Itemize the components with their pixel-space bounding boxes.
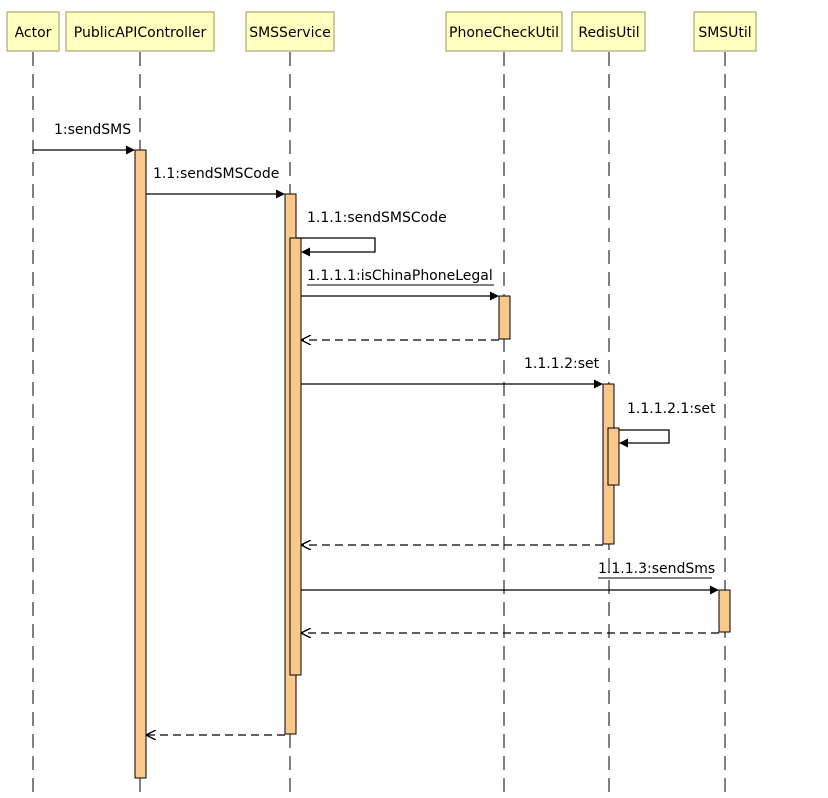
message-label-ischinaphonelegal: 1.1.1.1:isChinaPhoneLegal <box>307 268 493 284</box>
participant-publicapi[interactable]: PublicAPIController <box>65 11 215 52</box>
message-label-self-set: 1.1.1.2.1:set <box>627 401 716 417</box>
participant-actor[interactable]: Actor <box>6 11 60 52</box>
participant-label-phonecheck: PhoneCheckUtil <box>449 25 559 41</box>
participant-label-smsutil: SMSUtil <box>698 25 751 41</box>
participant-smsutil[interactable]: SMSUtil <box>693 11 757 52</box>
message-label-set: 1.1.1.2:set <box>524 356 600 372</box>
message-label-sendsms-util: 1.1.1.3:sendSms <box>598 561 715 577</box>
participant-label-smsservice: SMSService <box>249 25 331 41</box>
activation-smsservice-inner <box>289 237 302 676</box>
participant-smsservice[interactable]: SMSService <box>245 11 335 52</box>
activation-publicapi <box>134 149 147 779</box>
participant-redisutil[interactable]: RedisUtil <box>571 11 646 52</box>
message-arrow-self-sendsmscode <box>296 237 376 257</box>
participant-phonecheck[interactable]: PhoneCheckUtil <box>445 11 563 52</box>
activation-smsutil <box>718 589 731 633</box>
activation-redisutil-inner <box>607 427 620 486</box>
participant-label-actor: Actor <box>15 25 52 41</box>
message-label-sendsms: 1:sendSMS <box>54 122 131 138</box>
participant-label-publicapi: PublicAPIController <box>74 25 207 41</box>
message-arrow-self-set <box>619 429 670 448</box>
activation-phonecheck <box>498 295 511 340</box>
message-label-self-sendsmscode: 1.1.1:sendSMSCode <box>307 210 447 226</box>
message-label-sendsmscode: 1.1:sendSMSCode <box>153 166 279 182</box>
participant-label-redisutil: RedisUtil <box>578 25 639 41</box>
